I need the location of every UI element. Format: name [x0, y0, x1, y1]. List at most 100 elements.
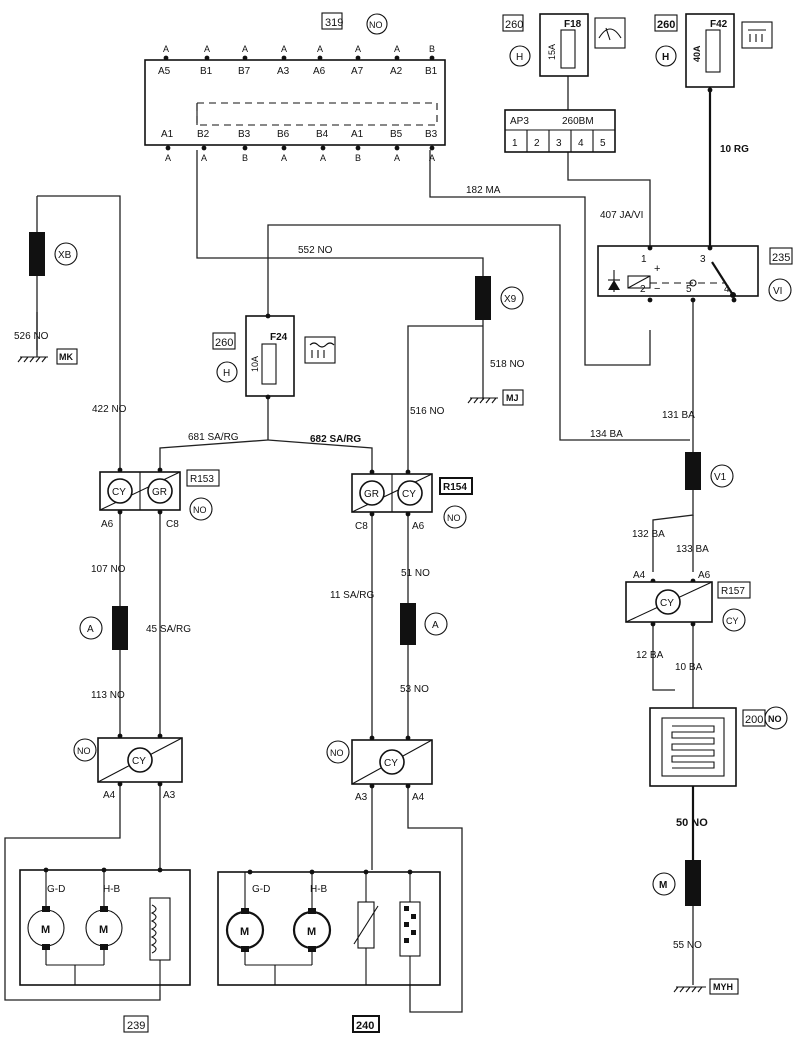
motor-239-gd-label: G-D: [47, 884, 65, 895]
pin-label: A5: [158, 66, 171, 77]
relay-r157: A4 A6 CY R157 CY: [625, 570, 751, 632]
ap3-260bm: 260BM: [562, 116, 594, 127]
wire-107: 107 NO: [91, 564, 126, 575]
fuse-f42-h: H: [662, 52, 669, 63]
lower-right-cy: CY: [384, 758, 398, 769]
relay-235: 1 3 2 5 4 + − 235 VI: [597, 245, 793, 303]
fuse-f24-label: F24: [270, 332, 288, 343]
relay-pin: 5: [686, 284, 692, 295]
heater-200: 200 NO: [649, 706, 788, 787]
connector-ap3: AP3 260BM 1 2 3 4 5: [504, 109, 616, 153]
wire-681: 681 SA/RG: [188, 432, 239, 443]
wire-682: 682 SA/RG: [310, 434, 361, 445]
pin-letter: B: [355, 153, 361, 163]
wire-516: 516 NO: [410, 406, 445, 417]
pin-label: A1: [351, 129, 364, 140]
pin-label: B6: [277, 129, 290, 140]
fuse-icon: [261, 343, 277, 385]
connector-x9: X9 518 NO MJ: [467, 276, 525, 406]
pin-label: B4: [316, 129, 329, 140]
motor-240-gd-m: M: [240, 926, 249, 938]
ap3-label: AP3: [510, 116, 529, 127]
wire-10rg: 10 RG: [720, 144, 749, 155]
ground-icon: [17, 356, 48, 363]
relay-pin: 3: [700, 254, 706, 265]
pin-letter: A: [429, 153, 435, 163]
motor-icon: M: [85, 870, 123, 965]
wire-55: 55 NO: [673, 940, 702, 951]
wire-113: 113 NO: [91, 690, 125, 701]
motor-240-gd-label: G-D: [252, 884, 270, 895]
motor-240-hb-label: H-B: [310, 884, 328, 895]
wire-526: 526 NO: [14, 331, 49, 342]
relay-plus: +: [654, 263, 660, 275]
relay-lower-left: CY NO A4 A3: [73, 733, 183, 801]
label-box-319: [321, 12, 343, 30]
pin-letter: B: [429, 44, 435, 54]
motor-group-240-label: 240: [356, 1020, 374, 1032]
wire-407: 407 JA/VI: [600, 210, 643, 221]
lower-left-no: NO: [77, 746, 91, 756]
resistor-icon: [353, 872, 379, 985]
pin-letter: A: [242, 44, 248, 54]
ap3-pin: 2: [534, 138, 540, 149]
relay-lower-right: CY NO A3 A4: [326, 735, 433, 803]
resistor-icon: [149, 897, 171, 990]
ground-mk: MK: [59, 352, 73, 362]
heater-element-icon: [399, 872, 421, 985]
lower-left-pin-a3: A3: [163, 790, 176, 801]
gauge-icon: [594, 17, 626, 49]
pin-label: B3: [238, 129, 251, 140]
wire-12: 12 BA: [636, 650, 664, 661]
ground-icon: [467, 397, 498, 404]
motor-group-239: G-D H-B M M 239: [19, 867, 191, 1033]
r157-cy-circle: CY: [726, 616, 739, 626]
lower-left-pin-a4: A4: [103, 790, 116, 801]
wire-518: 518 NO: [490, 359, 525, 370]
pin-label: B5: [390, 129, 403, 140]
pin-letter: A: [317, 44, 323, 54]
wire-51: 51 NO: [401, 568, 430, 579]
connector-a-left: A: [79, 606, 128, 650]
wire-552: 552 NO: [298, 245, 333, 256]
pin-label: B1: [200, 66, 213, 77]
pin-letter: A: [163, 44, 169, 54]
m-label: M: [659, 880, 667, 891]
r153-label: R153: [190, 474, 214, 485]
r154-gr: GR: [364, 489, 379, 500]
pin-letter: A: [281, 44, 287, 54]
fuse-box-f18: 260 H F18 15A: [502, 13, 626, 77]
ground-icon: [673, 986, 706, 993]
relay-coil-icon: [627, 275, 651, 289]
relay-235-vi: VI: [773, 286, 782, 297]
v1-label: V1: [714, 472, 727, 483]
motor-239-gd-m: M: [41, 924, 50, 936]
defrost-icon: [741, 21, 773, 49]
pin-label: A7: [351, 66, 364, 77]
comp-319-label: 319: [325, 17, 343, 29]
r153-no: NO: [193, 505, 207, 515]
switch-icon: [689, 261, 736, 298]
fuse-icon: [705, 29, 721, 73]
relay-pin: 1: [641, 254, 647, 265]
motor-239-hb-m: M: [99, 924, 108, 936]
wire-132: 132 BA: [632, 529, 665, 540]
pin-letter: A: [355, 44, 361, 54]
r153-gr: GR: [152, 487, 167, 498]
pin-letter: A: [281, 153, 287, 163]
r157-cy: CY: [660, 598, 674, 609]
defrost-icon: [304, 336, 336, 364]
connector-m: M: [652, 860, 701, 906]
connector-319-top-pins: A A5 A B1 A B7 A A3 A A6: [158, 44, 438, 77]
fuse-f42-comp-label: 260: [657, 19, 675, 31]
pin-label: B1: [425, 66, 438, 77]
ap3-pin: 4: [578, 138, 584, 149]
pin-label: B7: [238, 66, 251, 77]
r157-pin-a6: A6: [698, 570, 711, 581]
motor-group-239-label: 239: [127, 1020, 145, 1032]
fuse-icon: [560, 29, 576, 69]
ground-myh: MYH: [673, 978, 739, 995]
wire-422: 422 NO: [92, 404, 127, 415]
relay-minus: −: [654, 283, 660, 295]
